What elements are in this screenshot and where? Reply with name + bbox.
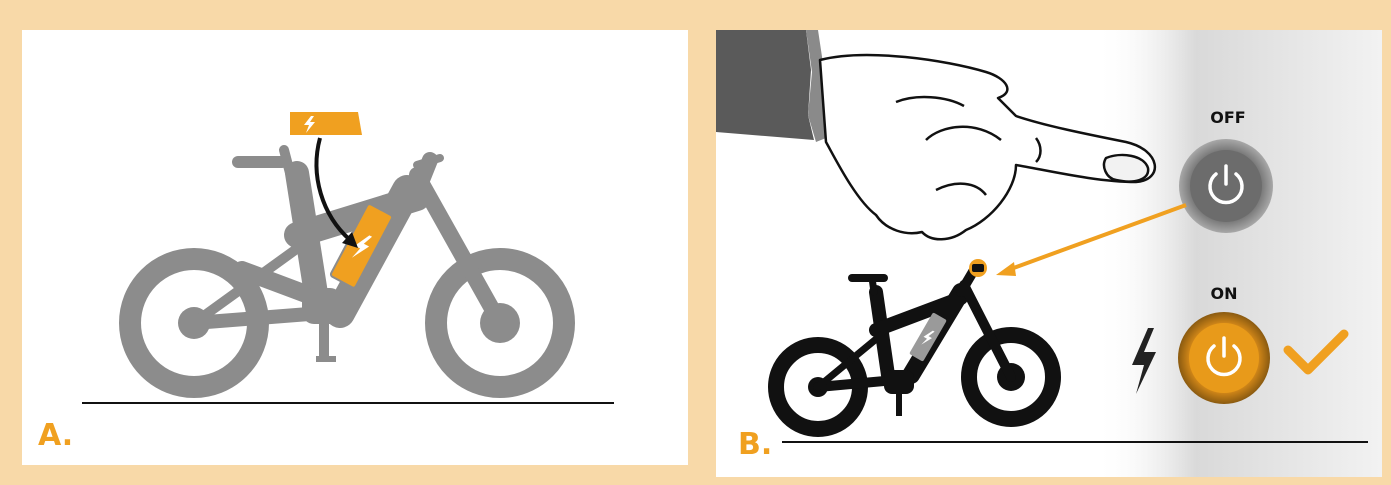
seat-stay bbox=[189, 240, 307, 328]
pointing-hand bbox=[818, 53, 1156, 241]
saddle bbox=[848, 274, 888, 282]
fork bbox=[409, 167, 508, 331]
handlebar-display bbox=[972, 264, 984, 272]
finger-crease bbox=[925, 125, 1002, 141]
insertion-arrow bbox=[314, 137, 352, 242]
pedal bbox=[316, 356, 336, 362]
chain-stay bbox=[187, 306, 329, 330]
lightning-bolt-icon bbox=[304, 116, 315, 133]
panel-b: OFF ON B. bbox=[716, 30, 1382, 477]
panel-a: A. bbox=[22, 30, 688, 465]
handlebar bbox=[413, 154, 444, 169]
power-button-off bbox=[1179, 139, 1273, 233]
power-icon bbox=[1206, 336, 1242, 377]
lightning-bolt-icon bbox=[1132, 328, 1156, 394]
removed-battery bbox=[290, 112, 362, 135]
arrow-head bbox=[342, 232, 358, 248]
grey-ebike bbox=[119, 145, 575, 398]
panel-label-a: A. bbox=[38, 418, 74, 453]
background-shade bbox=[1096, 30, 1382, 477]
sleeve-cuff bbox=[806, 30, 826, 142]
lightning-bolt-icon bbox=[921, 330, 935, 345]
battery-pack bbox=[290, 112, 362, 135]
saddle bbox=[232, 156, 288, 168]
hand-shape bbox=[818, 53, 1156, 241]
checkmark-icon bbox=[1283, 329, 1349, 375]
sleeve bbox=[716, 30, 814, 140]
knuckle-line bbox=[1034, 137, 1042, 163]
fork bbox=[959, 280, 1016, 382]
palm-crease bbox=[895, 95, 965, 108]
fingernail bbox=[1102, 153, 1150, 183]
motor bbox=[884, 370, 914, 394]
installed-battery bbox=[909, 312, 947, 362]
head-tube bbox=[406, 152, 438, 208]
power-button-on bbox=[1178, 312, 1270, 404]
thumb-crease bbox=[935, 182, 987, 196]
arrow-head bbox=[996, 262, 1016, 276]
seat-stay bbox=[814, 331, 885, 391]
connector-arrow bbox=[1007, 203, 1187, 272]
bike-battery-insertion-illustration bbox=[82, 112, 614, 404]
black-ebike bbox=[768, 265, 1061, 437]
button-face bbox=[1189, 323, 1259, 393]
chain-stay bbox=[813, 375, 901, 392]
front-wheel bbox=[425, 248, 575, 398]
motor bbox=[302, 288, 342, 324]
front-wheel bbox=[961, 327, 1061, 427]
lightning-bolt-icon bbox=[351, 235, 373, 258]
off-label: OFF bbox=[1210, 108, 1246, 127]
power-icon bbox=[1208, 164, 1244, 205]
on-label: ON bbox=[1210, 284, 1238, 303]
button-face bbox=[1190, 150, 1262, 222]
panel-label-b: B. bbox=[738, 427, 773, 462]
power-on-illustration bbox=[716, 30, 1382, 477]
